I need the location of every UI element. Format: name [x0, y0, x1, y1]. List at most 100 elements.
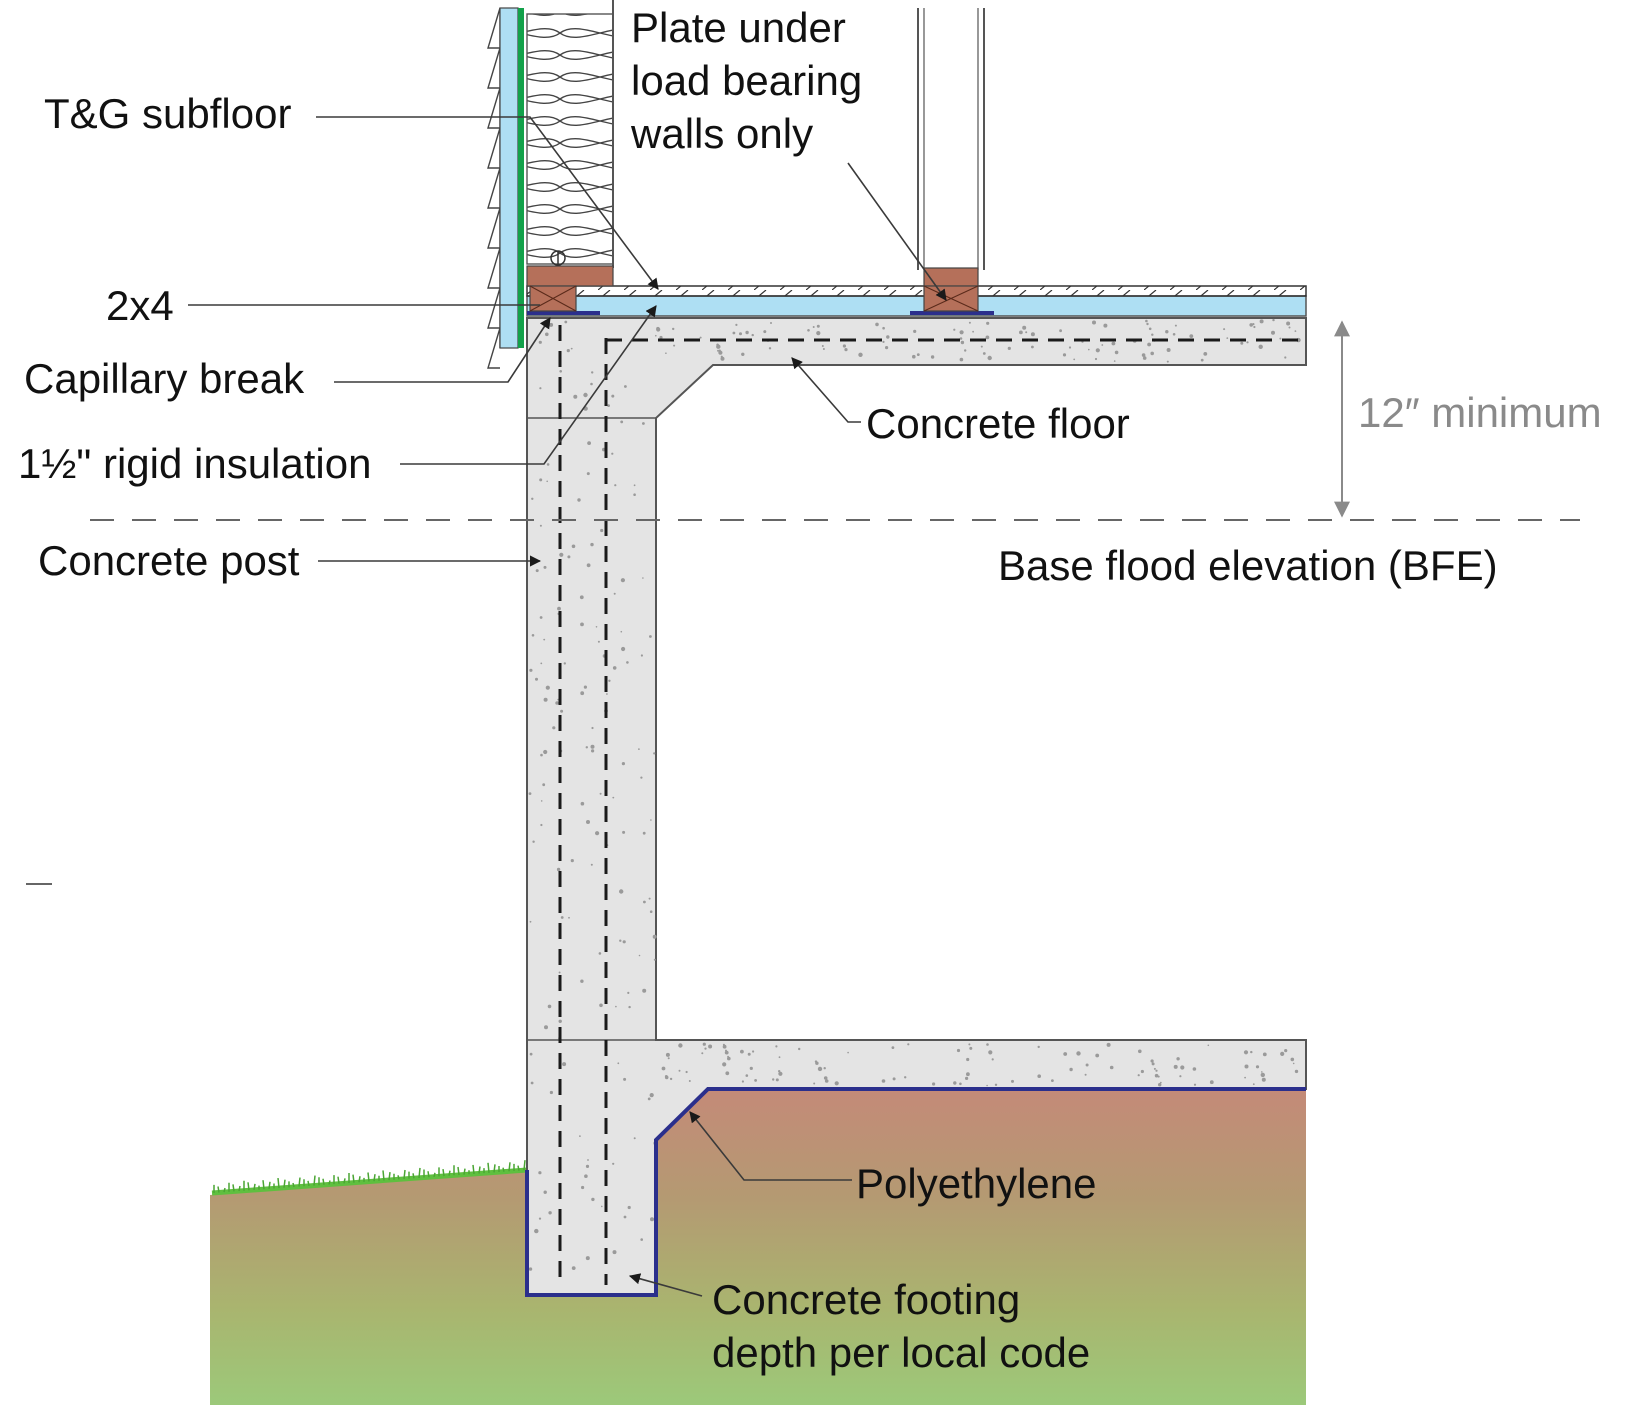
aggregate-speck	[775, 1078, 779, 1082]
aggregate-speck	[740, 1049, 744, 1054]
aggregate-speck	[545, 332, 549, 337]
aggregate-speck	[580, 801, 585, 806]
aggregate-speck	[649, 910, 653, 913]
aggregate-speck	[669, 1077, 673, 1081]
aggregate-speck	[960, 340, 965, 345]
aggregate-speck	[628, 1005, 631, 1009]
aggregate-speck	[542, 783, 546, 787]
aggregate-speck	[1294, 1069, 1299, 1074]
aggregate-speck	[1246, 341, 1249, 344]
aggregate-speck	[778, 1070, 781, 1073]
aggregate-speck	[724, 1050, 729, 1055]
aggregate-speck	[953, 1081, 957, 1085]
aggregate-speck	[770, 322, 772, 324]
aggregate-speck	[1240, 341, 1244, 345]
aggregate-speck	[678, 1043, 683, 1048]
aggregate-speck	[655, 334, 657, 337]
aggregate-speck	[540, 800, 543, 802]
aggregate-speck	[647, 1097, 651, 1101]
aggregate-speck	[579, 595, 584, 600]
aggregate-speck	[1073, 358, 1076, 361]
aggregate-speck	[638, 954, 641, 957]
aggregate-speck	[595, 626, 598, 628]
aggregate-speck	[1147, 342, 1151, 347]
aggregate-speck	[1101, 344, 1104, 346]
aggregate-speck	[1159, 1081, 1162, 1084]
label-2x4: 2x4	[106, 282, 174, 329]
aggregate-speck	[580, 691, 585, 696]
aggregate-speck	[538, 1171, 542, 1175]
aggregate-speck	[754, 1079, 757, 1082]
aggregate-speck	[763, 330, 767, 334]
aggregate-speck	[640, 776, 643, 779]
label-polyethylene: Polyethylene	[856, 1160, 1097, 1207]
aggregate-speck	[824, 1079, 829, 1083]
aggregate-speck	[579, 1135, 581, 1137]
aggregate-speck	[823, 1076, 828, 1080]
aggregate-speck	[1259, 319, 1264, 324]
aggregate-speck	[585, 1164, 590, 1168]
aggregate-speck	[727, 1056, 731, 1061]
aggregate-speck	[539, 387, 542, 390]
aggregate-speck	[969, 1046, 973, 1050]
aggregate-speck	[1279, 337, 1282, 340]
aggregate-speck	[612, 666, 617, 670]
aggregate-speck	[968, 321, 971, 324]
aggregate-speck	[1146, 322, 1149, 326]
aggregate-speck	[608, 679, 611, 682]
aggregate-speck	[529, 920, 532, 923]
aggregate-speck	[642, 422, 645, 425]
aggregate-speck	[886, 335, 890, 339]
aggregate-speck	[563, 662, 566, 665]
aggregate-speck	[1172, 333, 1176, 336]
aggregate-speck	[821, 345, 824, 347]
aggregate-speck	[580, 979, 584, 983]
aggregate-speck	[778, 1071, 783, 1076]
aggregate-speck	[725, 1071, 730, 1076]
aggregate-speck	[1253, 325, 1256, 329]
aggregate-speck	[699, 336, 702, 339]
aggregate-speck	[590, 744, 595, 749]
aggregate-speck	[735, 323, 738, 326]
aggregate-speck	[1151, 333, 1154, 336]
aggregate-speck	[1145, 319, 1148, 323]
aggregate-speck	[643, 900, 646, 904]
aggregate-speck	[1176, 1057, 1180, 1061]
aggregate-speck	[586, 563, 591, 568]
aggregate-speck	[994, 1083, 998, 1087]
aggregate-speck	[528, 1267, 533, 1271]
aggregate-speck	[633, 493, 636, 497]
aggregate-speck	[1243, 1050, 1249, 1055]
aggregate-speck	[620, 578, 626, 583]
aggregate-speck	[912, 354, 916, 359]
label-footing-line2: depth per local code	[712, 1329, 1090, 1376]
aggregate-speck	[966, 1057, 970, 1062]
aggregate-speck	[532, 840, 535, 843]
aggregate-speck	[1138, 1049, 1142, 1054]
aggregate-speck	[615, 1005, 617, 1008]
aggregate-speck	[558, 971, 561, 974]
aggregate-speck	[546, 480, 548, 483]
aggregate-speck	[685, 1070, 688, 1074]
aggregate-speck	[650, 819, 652, 821]
aggregate-speck	[530, 1081, 534, 1085]
aggregate-speck	[1011, 1079, 1014, 1083]
aggregate-speck	[1114, 350, 1119, 355]
aggregate-speck	[986, 1043, 989, 1046]
aggregate-speck	[1271, 330, 1275, 335]
aggregate-speck	[535, 569, 539, 573]
aggregate-speck	[549, 1090, 554, 1095]
aggregate-speck	[812, 326, 815, 328]
aggregate-speck	[1019, 330, 1023, 335]
aggregate-speck	[571, 544, 576, 549]
aggregate-speck	[591, 1197, 595, 1202]
aggregate-speck	[1094, 357, 1098, 361]
aggregate-speck	[986, 321, 990, 325]
aggregate-speck	[741, 1080, 745, 1083]
aggregate-speck	[627, 1205, 631, 1210]
aggregate-speck	[1140, 1069, 1144, 1074]
aggregate-speck	[745, 330, 749, 335]
aggregate-speck	[1292, 1062, 1295, 1065]
polyethylene-membrane	[525, 1087, 1306, 1297]
